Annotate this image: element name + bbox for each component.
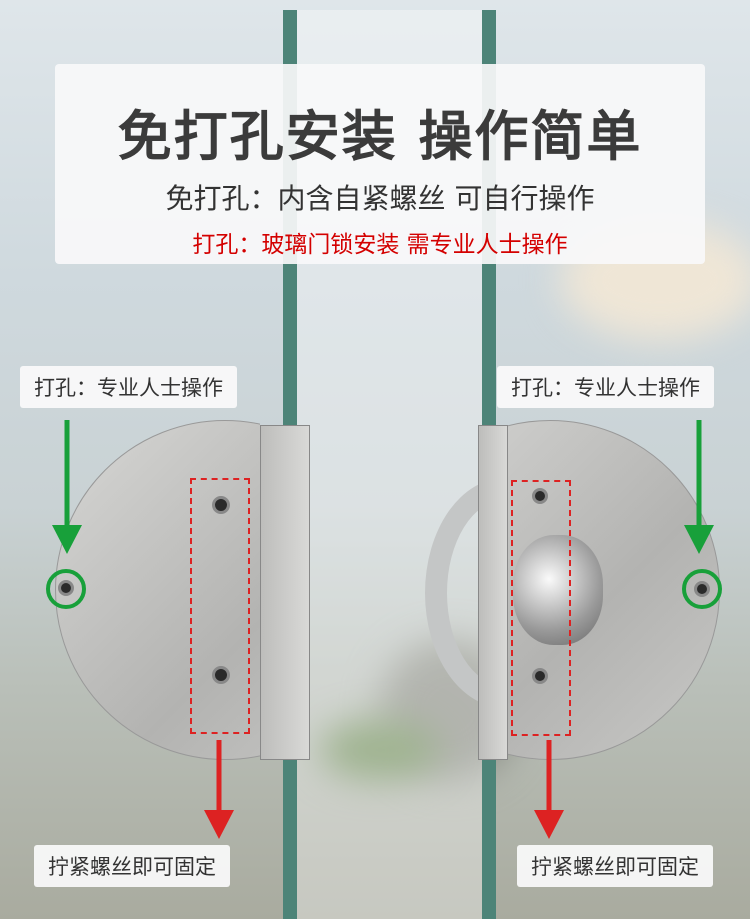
left-drill-highlight [46, 569, 86, 609]
left-screw-hole [212, 666, 230, 684]
left-bottom-label: 拧紧螺丝即可固定 [34, 845, 230, 887]
headline-subtitle: 免打孔：内含自紧螺丝 可自行操作 [165, 182, 595, 215]
background-blur [320, 720, 440, 780]
right-screw-hole [532, 488, 548, 504]
right-lock-clamp [478, 425, 508, 760]
green-arrow-down-icon [52, 420, 82, 554]
right-screw-hole [532, 668, 548, 684]
right-screw-highlight [511, 480, 571, 736]
left-lock-clamp [260, 425, 310, 760]
right-top-label: 打孔：专业人士操作 [497, 366, 714, 408]
red-arrow-down-icon [534, 740, 564, 839]
left-screw-hole [212, 496, 230, 514]
headline-note: 打孔：玻璃门锁安装 需专业人士操作 [192, 232, 568, 258]
thumb-turn-knob-icon [513, 535, 603, 645]
red-arrow-down-icon [204, 740, 234, 839]
right-bottom-label: 拧紧螺丝即可固定 [517, 845, 713, 887]
left-screw-highlight [190, 478, 250, 734]
left-top-label: 打孔：专业人士操作 [20, 366, 237, 408]
headline-title: 免打孔安装 操作简单 [117, 105, 643, 168]
headline-banner: 免打孔安装 操作简单 免打孔：内含自紧螺丝 可自行操作 打孔：玻璃门锁安装 需专… [55, 64, 705, 264]
right-drill-highlight [682, 569, 722, 609]
green-arrow-down-icon [684, 420, 714, 554]
